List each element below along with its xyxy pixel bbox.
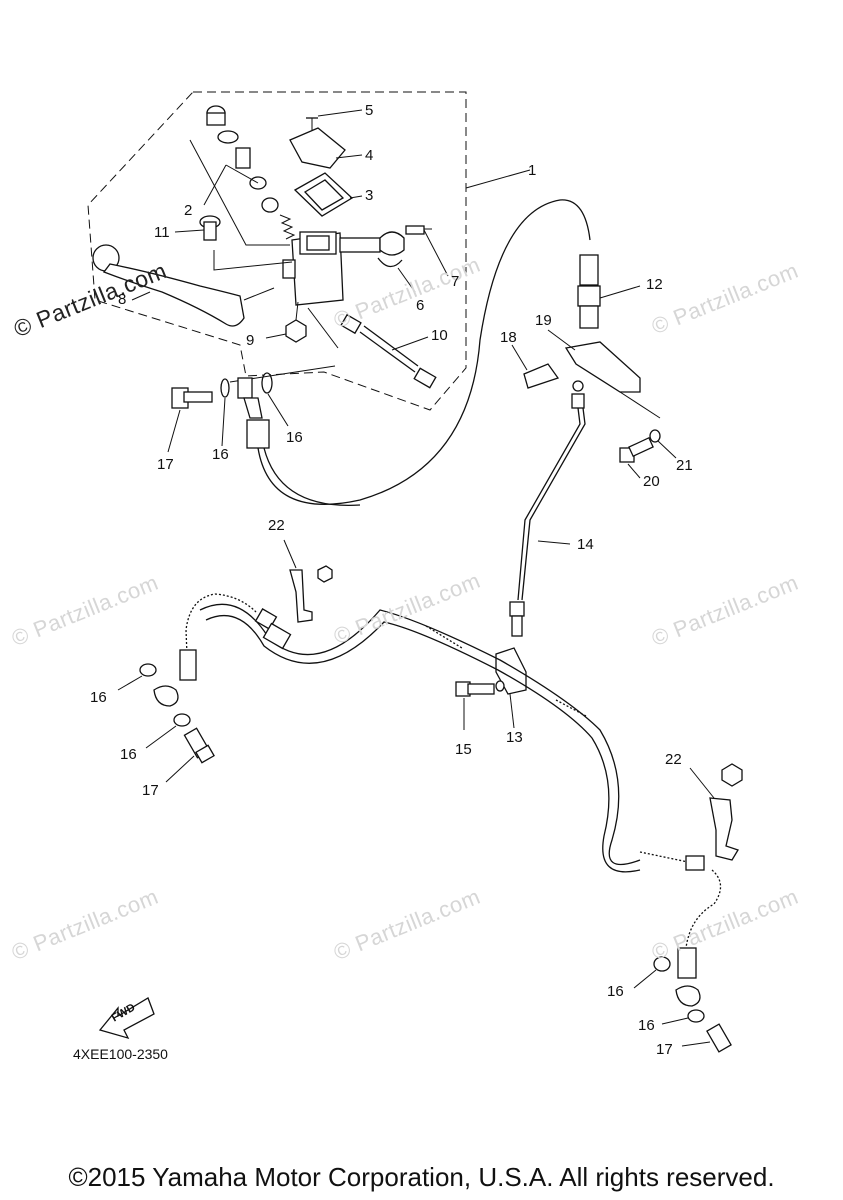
three-way-joint — [455, 647, 527, 730]
callout-15: 15 — [455, 741, 472, 758]
master-cylinder — [213, 231, 381, 306]
callout-11: 11 — [154, 224, 170, 241]
callout-21: 21 — [676, 457, 693, 474]
callout-9: 9 — [246, 332, 255, 349]
nut — [265, 301, 307, 343]
callout-18: 18 — [500, 329, 517, 346]
assembly-boundary — [87, 91, 467, 411]
callout-17: 17 — [142, 782, 159, 799]
hose-bracket — [511, 329, 661, 419]
brake-pipe — [509, 380, 586, 637]
brake-switch — [307, 307, 437, 389]
hose-clip-lower — [689, 763, 743, 861]
callout-16: 16 — [638, 1017, 655, 1034]
brake-lever — [92, 244, 275, 327]
diaphragm — [293, 172, 363, 217]
callout-19: 19 — [535, 312, 552, 329]
callout-16: 16 — [286, 429, 303, 446]
callout-22: 22 — [665, 751, 682, 768]
diagram-code: 4XEE100-2350 — [73, 1046, 168, 1062]
fwd-arrow — [98, 997, 155, 1040]
callout-10: 10 — [431, 327, 448, 344]
callout-6: 6 — [416, 297, 425, 314]
piston-kit — [189, 105, 296, 246]
callout-14: 14 — [577, 536, 594, 553]
callout-3: 3 — [365, 187, 374, 204]
right-banjo-parts — [633, 956, 732, 1053]
callout-13: 13 — [506, 729, 523, 746]
callout-5: 5 — [365, 102, 374, 119]
callout-22: 22 — [268, 517, 285, 534]
pivot-bolt — [174, 215, 221, 241]
callout-4: 4 — [365, 147, 374, 164]
callout-16: 16 — [607, 983, 624, 1000]
callout-20: 20 — [643, 473, 660, 490]
callout-8: 8 — [118, 291, 127, 308]
callout-7: 7 — [451, 273, 460, 290]
reservoir-cap — [289, 127, 363, 169]
left-banjo-parts — [117, 663, 215, 783]
callout-16: 16 — [120, 746, 137, 763]
banjo-bolt-upper — [167, 365, 336, 453]
callout-17: 17 — [157, 456, 174, 473]
copyright-notice: ©2015 Yamaha Motor Corporation, U.S.A. A… — [68, 1162, 775, 1192]
clamp-holder — [377, 225, 449, 293]
bracket-bolt — [619, 429, 677, 479]
screw-part — [306, 109, 363, 132]
callout-2: 2 — [184, 202, 193, 219]
callout-1: 1 — [528, 162, 537, 179]
leader-1 — [465, 169, 531, 189]
hose-clip-upper — [283, 539, 333, 623]
callout-16: 16 — [212, 446, 229, 463]
callout-17: 17 — [656, 1041, 673, 1058]
callout-16: 16 — [90, 689, 107, 706]
upper-brake-hose — [237, 199, 641, 507]
callout-12: 12 — [646, 276, 663, 293]
lower-brake-hose — [153, 593, 722, 979]
